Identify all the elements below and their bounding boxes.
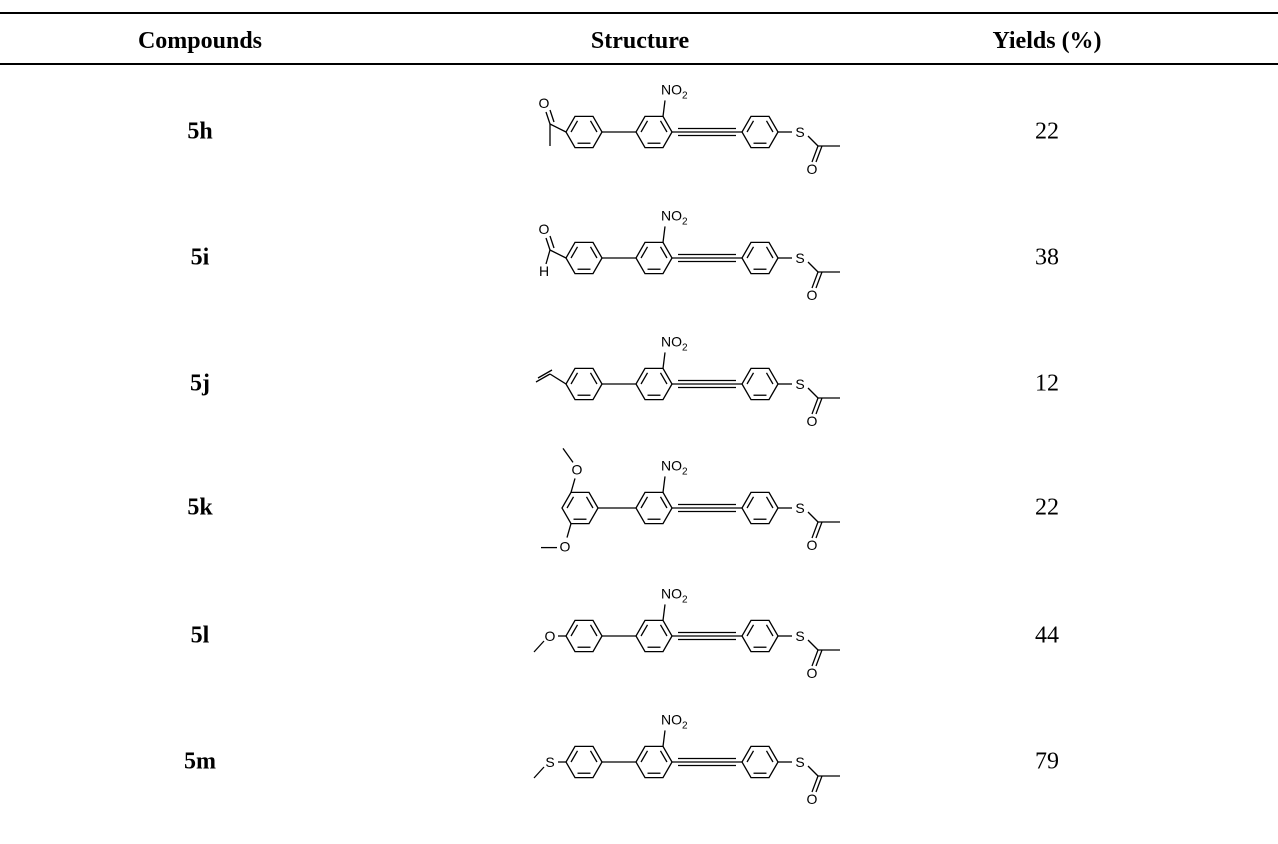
compound-label: 5i bbox=[190, 244, 210, 271]
svg-text:NO2: NO2 bbox=[661, 457, 688, 477]
svg-text:O: O bbox=[539, 95, 550, 111]
top-rule bbox=[0, 12, 1278, 14]
yield-value: 79 bbox=[1035, 748, 1059, 775]
svg-text:O: O bbox=[807, 791, 818, 807]
yield-value: 44 bbox=[1035, 622, 1059, 649]
svg-text:H: H bbox=[539, 263, 549, 279]
svg-text:S: S bbox=[795, 500, 804, 516]
svg-text:S: S bbox=[795, 754, 804, 770]
svg-text:NO2: NO2 bbox=[661, 585, 688, 605]
svg-text:O: O bbox=[572, 461, 583, 477]
svg-text:S: S bbox=[545, 754, 554, 770]
yield-value: 22 bbox=[1035, 494, 1059, 521]
header-compounds: Compounds bbox=[137, 28, 263, 54]
svg-text:O: O bbox=[539, 221, 550, 237]
header-rule bbox=[0, 63, 1278, 65]
compound-label: 5m bbox=[184, 748, 216, 775]
svg-text:NO2: NO2 bbox=[661, 207, 688, 227]
yield-value: 38 bbox=[1035, 244, 1059, 271]
svg-text:O: O bbox=[807, 161, 818, 177]
svg-text:S: S bbox=[795, 124, 804, 140]
svg-text:O: O bbox=[807, 413, 818, 429]
header-yields: Yields (%) bbox=[992, 28, 1102, 54]
compound-label: 5l bbox=[190, 622, 210, 649]
svg-text:O: O bbox=[807, 537, 818, 553]
svg-text:S: S bbox=[795, 376, 804, 392]
yield-value: 22 bbox=[1035, 118, 1059, 145]
svg-text:O: O bbox=[560, 539, 571, 555]
compound-label: 5j bbox=[190, 370, 210, 397]
svg-text:NO2: NO2 bbox=[661, 81, 688, 101]
svg-text:NO2: NO2 bbox=[661, 333, 688, 353]
compound-label: 5k bbox=[187, 494, 213, 521]
svg-text:S: S bbox=[795, 628, 804, 644]
compound-label: 5h bbox=[187, 118, 213, 145]
svg-text:NO2: NO2 bbox=[661, 711, 688, 731]
yield-value: 12 bbox=[1035, 370, 1059, 397]
header-structure: Structure bbox=[590, 28, 690, 54]
svg-text:O: O bbox=[807, 287, 818, 303]
svg-text:O: O bbox=[807, 665, 818, 681]
svg-text:O: O bbox=[545, 628, 556, 644]
svg-text:S: S bbox=[795, 250, 804, 266]
